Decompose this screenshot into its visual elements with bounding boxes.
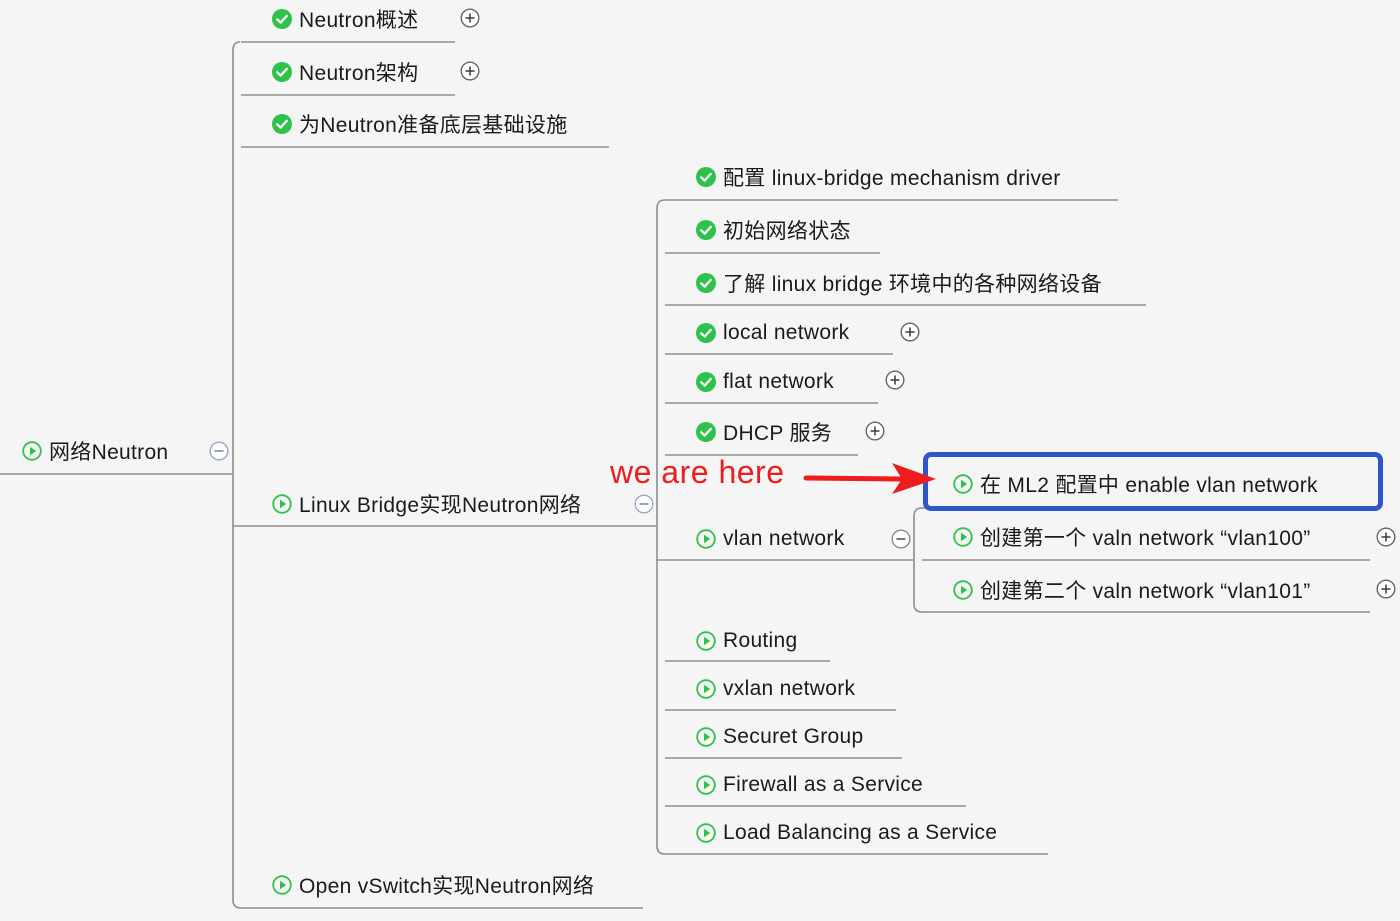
collapse-icon[interactable]: [634, 494, 654, 514]
topic-node-local-network[interactable]: local network: [696, 318, 849, 348]
play-circle-icon: [22, 441, 42, 461]
play-circle-icon: [953, 580, 973, 600]
topic-label: DHCP 服务: [723, 422, 833, 445]
branch-label: 为Neutron准备底层基础设施: [299, 114, 568, 137]
check-circle-icon: [696, 323, 716, 343]
topic-node-routing[interactable]: Routing: [696, 626, 797, 656]
expand-icon[interactable]: [460, 61, 480, 81]
expand-icon[interactable]: [460, 8, 480, 28]
topic-node-security-group[interactable]: Securet Group: [696, 722, 863, 752]
branch-label: Neutron架构: [299, 62, 419, 85]
topic-label: Securet Group: [723, 725, 864, 748]
expand-icon[interactable]: [1376, 579, 1396, 599]
play-circle-icon: [696, 775, 716, 795]
subtopic-node-enable-vlan[interactable]: 在 ML2 配置中 enable vlan network: [953, 469, 1318, 499]
play-circle-icon: [953, 474, 973, 494]
check-circle-icon: [696, 422, 716, 442]
check-circle-icon: [272, 9, 292, 29]
topic-label: Firewall as a Service: [723, 773, 924, 796]
play-circle-icon: [696, 823, 716, 843]
expand-icon[interactable]: [865, 421, 885, 441]
check-circle-icon: [696, 273, 716, 293]
topic-node-fwaas[interactable]: Firewall as a Service: [696, 770, 923, 800]
topic-label: Load Balancing as a Service: [723, 821, 998, 844]
topic-node-vlan-network[interactable]: vlan network: [696, 524, 845, 554]
branch-node-overview[interactable]: Neutron概述: [272, 4, 418, 34]
check-circle-icon: [272, 62, 292, 82]
current-step-highlight: [923, 452, 1383, 511]
expand-icon[interactable]: [1376, 527, 1396, 547]
subtopic-label: 创建第二个 valn network “vlan101”: [980, 580, 1311, 603]
topic-label: vlan network: [723, 527, 845, 550]
red-arrow-icon: [803, 463, 936, 494]
expand-icon[interactable]: [885, 370, 905, 390]
branch-node-linux-bridge[interactable]: Linux Bridge实现Neutron网络: [272, 489, 581, 519]
topic-label: 初始网络状态: [723, 220, 851, 243]
branch-node-architecture[interactable]: Neutron架构: [272, 57, 418, 87]
branch-label: Neutron概述: [299, 9, 419, 32]
play-circle-icon: [953, 527, 973, 547]
branch-label: Linux Bridge实现Neutron网络: [299, 494, 582, 517]
topic-label: Routing: [723, 629, 798, 652]
subtopic-node-vlan100[interactable]: 创建第一个 valn network “vlan100”: [953, 522, 1311, 552]
check-circle-icon: [696, 167, 716, 187]
check-circle-icon: [696, 372, 716, 392]
branch-node-infrastructure[interactable]: 为Neutron准备底层基础设施: [272, 109, 568, 139]
subtopic-node-vlan101[interactable]: 创建第二个 valn network “vlan101”: [953, 575, 1311, 605]
check-circle-icon: [696, 220, 716, 240]
we-are-here-annotation: we are here: [610, 454, 785, 490]
play-circle-icon: [272, 494, 292, 514]
topic-node-lbaas[interactable]: Load Balancing as a Service: [696, 818, 997, 848]
topic-node-flat-network[interactable]: flat network: [696, 367, 834, 397]
play-circle-icon: [696, 529, 716, 549]
topic-label: vxlan network: [723, 677, 856, 700]
collapse-icon[interactable]: [209, 441, 229, 461]
topic-node-dhcp[interactable]: DHCP 服务: [696, 417, 832, 447]
subtopic-label: 在 ML2 配置中 enable vlan network: [980, 474, 1318, 497]
topic-node-mechanism-driver[interactable]: 配置 linux-bridge mechanism driver: [696, 162, 1061, 192]
play-circle-icon: [272, 875, 292, 895]
topic-node-network-devices[interactable]: 了解 linux bridge 环境中的各种网络设备: [696, 268, 1102, 298]
topic-node-vxlan-network[interactable]: vxlan network: [696, 674, 855, 704]
topic-node-initial-state[interactable]: 初始网络状态: [696, 215, 851, 245]
root-node[interactable]: 网络Neutron: [22, 436, 168, 466]
topic-label: local network: [723, 321, 850, 344]
collapse-icon[interactable]: [891, 529, 911, 549]
topic-label: 了解 linux bridge 环境中的各种网络设备: [723, 273, 1102, 296]
branch-label: Open vSwitch实现Neutron网络: [299, 875, 595, 898]
play-circle-icon: [696, 679, 716, 699]
subtopic-label: 创建第一个 valn network “vlan100”: [980, 527, 1311, 550]
expand-icon[interactable]: [900, 322, 920, 342]
play-circle-icon: [696, 727, 716, 747]
topic-label: 配置 linux-bridge mechanism driver: [723, 167, 1061, 190]
check-circle-icon: [272, 114, 292, 134]
root-label: 网络Neutron: [49, 441, 169, 464]
topic-label: flat network: [723, 370, 834, 393]
branch-node-open-vswitch[interactable]: Open vSwitch实现Neutron网络: [272, 870, 594, 900]
play-circle-icon: [696, 631, 716, 651]
